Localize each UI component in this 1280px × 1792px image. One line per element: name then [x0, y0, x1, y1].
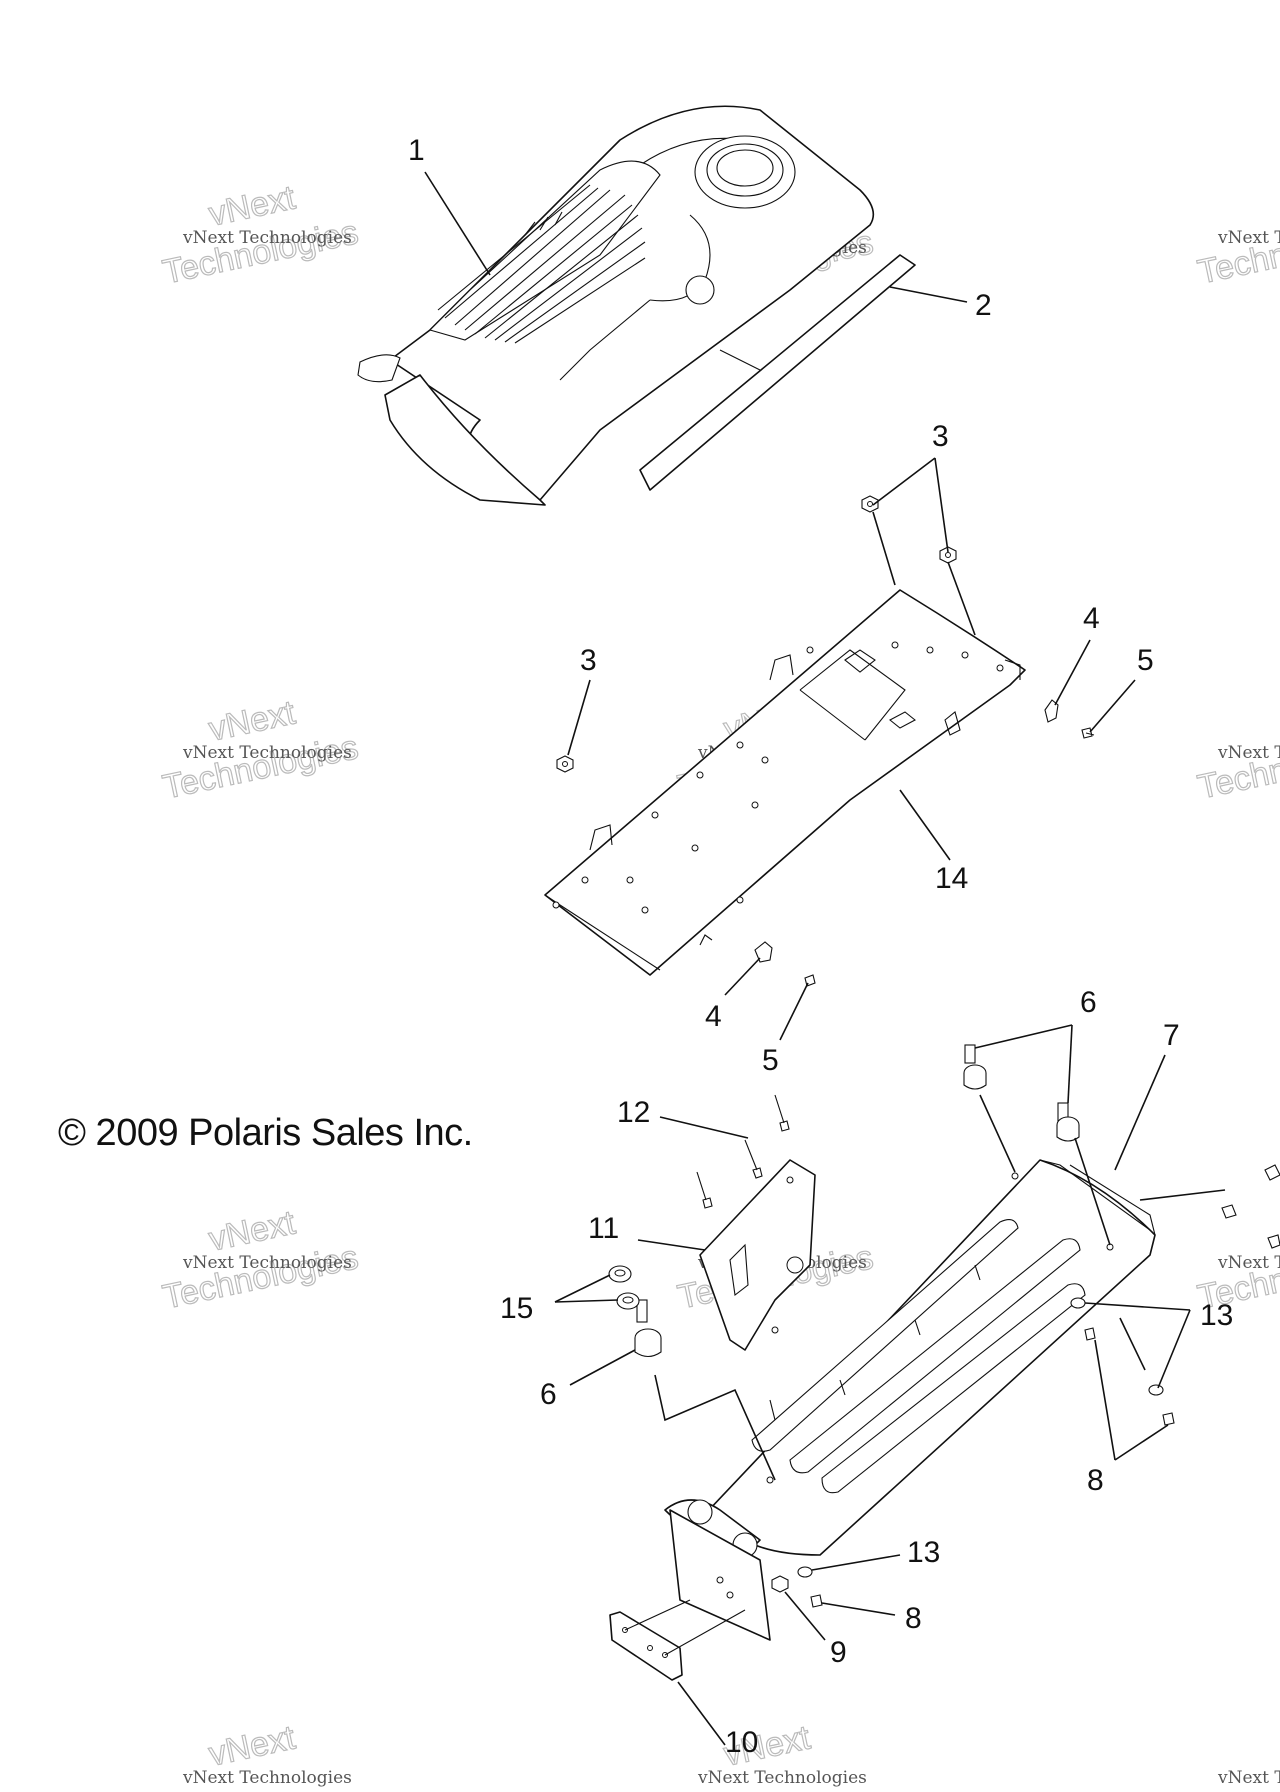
callout-7: 7 — [1163, 1019, 1180, 1052]
svg-text:vNext Technologies: vNext Technologies — [182, 743, 352, 763]
svg-text:vNext: vNext — [206, 1203, 299, 1258]
part-8-screw-a — [1084, 1327, 1096, 1341]
svg-text:vNext Technologies: vNext Technologies — [697, 1768, 867, 1788]
part-6-bushing-c — [634, 1299, 662, 1358]
watermark: Technologies vNext Technologies vNext — [159, 1203, 362, 1317]
callout-13: 13 — [907, 1536, 940, 1569]
callouts: 1 2 3 3 4 5 14 4 5 6 7 12 11 15 6 13 8 1… — [408, 134, 1233, 1759]
callout-8: 8 — [1087, 1464, 1104, 1497]
callout-3: 3 — [932, 420, 949, 453]
svg-text:Technologies: Technologies — [160, 213, 362, 291]
svg-text:vNext Technologies: vNext Technologies — [1217, 1253, 1280, 1273]
copyright-notice: © 2009 Polaris Sales Inc. — [58, 1112, 473, 1154]
watermark: vNext Technologies vNext — [697, 1718, 867, 1788]
callout-14: 14 — [935, 862, 968, 895]
svg-text:Technologies: Technologies — [1195, 213, 1280, 291]
clip-4a — [1044, 699, 1059, 723]
part-14-plate — [544, 589, 1026, 976]
watermark: Technologies vNext Technologies vNext — [159, 178, 362, 292]
callout-4: 4 — [1083, 602, 1100, 635]
part-15-washers — [608, 1265, 640, 1310]
callout-11: 11 — [588, 1212, 619, 1245]
part-12-screws — [696, 1094, 790, 1209]
svg-text:vNext Technologies: vNext Technologies — [1217, 1768, 1280, 1788]
part-11-mount-bracket — [699, 1159, 816, 1351]
callout-5: 5 — [1137, 644, 1154, 677]
watermark-edge: vNext Technologies Technologies — [1194, 728, 1280, 808]
svg-text:Technologies: Technologies — [160, 1238, 362, 1316]
svg-text:vNext: vNext — [206, 693, 299, 748]
fastener-3a — [861, 495, 879, 513]
part-13-nut-b — [1148, 1384, 1164, 1396]
clip-4b — [754, 941, 773, 963]
part-8-screw-b — [1162, 1412, 1175, 1426]
fastener-3c — [556, 755, 574, 773]
part-6-bushing-b — [1056, 1102, 1080, 1142]
svg-text:vNext Technologies: vNext Technologies — [1217, 228, 1280, 248]
floor-holes — [716, 1172, 1114, 1599]
svg-text:Technologies: Technologies — [160, 728, 362, 806]
leader-lines — [424, 171, 1226, 1746]
callout-1: 1 — [408, 134, 425, 167]
screw-5a — [1081, 727, 1095, 739]
callout-8: 8 — [905, 1602, 922, 1635]
callout-6: 6 — [540, 1378, 557, 1411]
callout-13: 13 — [1200, 1299, 1233, 1332]
part-8-screw-c — [810, 1594, 823, 1608]
callout-10: 10 — [725, 1726, 758, 1759]
callout-4: 4 — [705, 1000, 722, 1033]
svg-text:vNext Technologies: vNext Technologies — [182, 1253, 352, 1273]
svg-text:vNext: vNext — [206, 1718, 299, 1773]
plate-holes — [552, 641, 1004, 914]
svg-text:vNext: vNext — [206, 178, 299, 233]
edge-fasteners — [1221, 1164, 1280, 1249]
part-10-bracket — [609, 1599, 746, 1681]
callout-3: 3 — [580, 644, 597, 677]
watermark-edge: vNext Technologies Technologies — [1194, 213, 1280, 293]
svg-text:Technologies: Technologies — [1195, 728, 1280, 806]
floor-ribs — [751, 1219, 1086, 1494]
svg-text:vNext Technologies: vNext Technologies — [182, 1768, 352, 1788]
watermark: vNext Technologies vNext — [182, 1718, 352, 1788]
callout-5: 5 — [762, 1044, 779, 1077]
part-1-console-cover — [357, 105, 875, 506]
grille-slots — [437, 184, 646, 344]
callout-15: 15 — [500, 1292, 533, 1325]
part-2-strip — [639, 254, 916, 491]
svg-text:vNext Technologies: vNext Technologies — [1217, 743, 1280, 763]
part-9-nut — [771, 1575, 789, 1593]
part-13-nut-a — [1070, 1297, 1086, 1309]
callout-9: 9 — [830, 1636, 847, 1669]
watermark: Technologies vNext Technologies vNext — [159, 693, 362, 807]
part-7-floor-plate — [664, 1159, 1156, 1641]
part-6-bushing-a — [963, 1044, 987, 1090]
watermark-edge: vNext Technologies — [1217, 1768, 1280, 1788]
callout-2: 2 — [975, 289, 992, 322]
part-13-nut-c — [797, 1566, 813, 1578]
callout-12: 12 — [617, 1096, 650, 1129]
svg-text:vNext Technologies: vNext Technologies — [182, 228, 352, 248]
callout-6: 6 — [1080, 986, 1097, 1019]
